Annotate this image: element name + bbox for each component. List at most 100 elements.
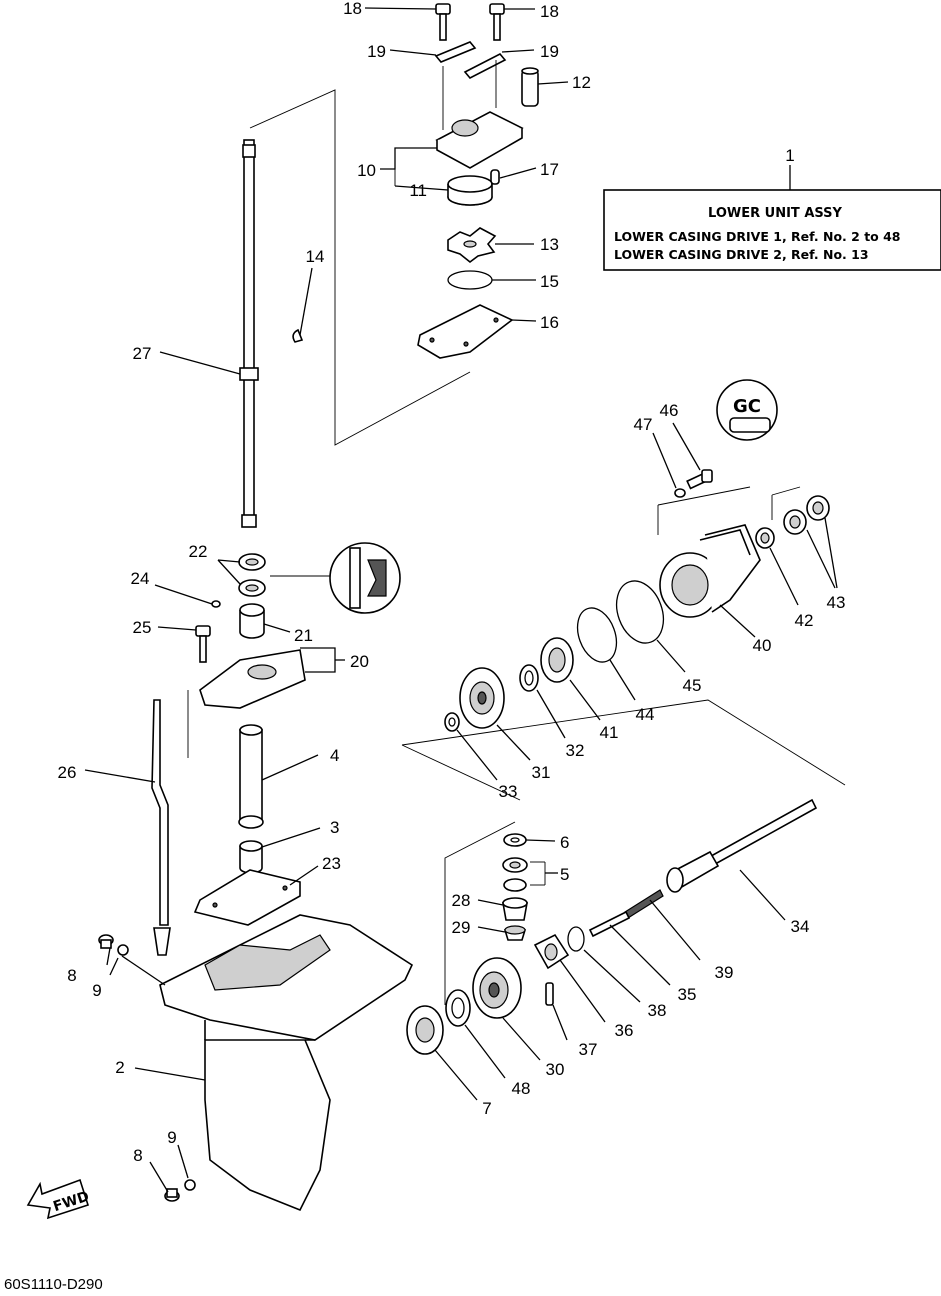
pin-17 bbox=[490, 169, 500, 185]
shim-48 bbox=[445, 989, 471, 1027]
legend-line-1: LOWER CASING DRIVE 1, Ref. No. 2 to 48 bbox=[614, 229, 901, 244]
callout-19-left: 19 bbox=[367, 42, 386, 61]
callout-41: 41 bbox=[600, 723, 619, 742]
callout-4: 4 bbox=[330, 746, 339, 765]
o-ring-44 bbox=[576, 607, 618, 663]
drive-shaft-27 bbox=[239, 139, 259, 528]
callout-20: 20 bbox=[350, 652, 369, 671]
callout-2: 2 bbox=[115, 1058, 124, 1077]
callout-10: 10 bbox=[357, 161, 376, 180]
callout-3: 3 bbox=[330, 818, 339, 837]
bolt-18-right bbox=[489, 3, 505, 41]
collar-3 bbox=[239, 840, 263, 874]
callout-6: 6 bbox=[560, 833, 569, 852]
callout-16: 16 bbox=[540, 313, 559, 332]
callout-8-lower: 8 bbox=[133, 1146, 142, 1165]
callout-33: 33 bbox=[499, 782, 518, 801]
impeller-13 bbox=[447, 227, 497, 264]
nut-29 bbox=[503, 925, 527, 941]
reverse-gear-31 bbox=[459, 667, 505, 729]
woodruff-key-14 bbox=[292, 328, 304, 343]
callout-labels: 18 18 19 19 12 10 17 11 13 15 16 14 27 2… bbox=[58, 0, 846, 1165]
callout-34: 34 bbox=[791, 917, 810, 936]
callout-11: 11 bbox=[409, 181, 427, 200]
callout-19-right: 19 bbox=[540, 42, 559, 61]
ring-38 bbox=[567, 926, 585, 952]
callout-48: 48 bbox=[512, 1079, 531, 1098]
callout-30: 30 bbox=[546, 1060, 565, 1079]
callout-43: 43 bbox=[827, 593, 846, 612]
o-ring-45 bbox=[615, 580, 665, 644]
bushing-42 bbox=[755, 527, 775, 549]
callout-39: 39 bbox=[715, 963, 734, 982]
shim-33 bbox=[444, 712, 460, 732]
callout-22: 22 bbox=[189, 542, 208, 561]
bearing-housing-40 bbox=[659, 524, 761, 618]
water-tube-4 bbox=[238, 724, 264, 829]
oil-seal-43 bbox=[783, 495, 830, 535]
ring-24 bbox=[211, 600, 221, 608]
legend-box: LOWER UNIT ASSY LOWER CASING DRIVE 1, Re… bbox=[603, 165, 941, 271]
cc-symbol-label: GC bbox=[733, 396, 761, 417]
propeller-shaft-34 bbox=[666, 798, 818, 893]
callout-13: 13 bbox=[540, 235, 559, 254]
callout-25: 25 bbox=[133, 618, 152, 637]
pin-37 bbox=[545, 982, 554, 1006]
legend-line-2: LOWER CASING DRIVE 2, Ref. No. 13 bbox=[614, 247, 869, 262]
o-ring-15 bbox=[447, 270, 493, 290]
diagram-code: 60S1110-D290 bbox=[4, 1276, 103, 1293]
bolt-8-lower bbox=[164, 1188, 180, 1202]
group-outline-prop-shaft bbox=[401, 486, 846, 1005]
pump-housing-10 bbox=[435, 60, 524, 169]
callout-28: 28 bbox=[452, 891, 471, 910]
lower-casing-2 bbox=[159, 914, 414, 1212]
shift-rod-26 bbox=[151, 699, 171, 956]
callout-12: 12 bbox=[572, 73, 591, 92]
callout-36: 36 bbox=[615, 1021, 634, 1040]
dog-clutch-36 bbox=[533, 933, 570, 970]
callout-7: 7 bbox=[482, 1099, 491, 1118]
fwd-arrow-icon: FWD bbox=[26, 1178, 91, 1220]
plate-19-left bbox=[434, 41, 477, 63]
washer-47 bbox=[674, 488, 686, 498]
bolt-25 bbox=[195, 625, 211, 663]
callout-18-left: 18 bbox=[343, 0, 362, 18]
callout-9-lower: 9 bbox=[167, 1128, 176, 1147]
grease-symbol-icon bbox=[329, 542, 401, 614]
leader-lines bbox=[84, 7, 838, 1193]
outer-plate-16 bbox=[417, 304, 514, 359]
callout-5: 5 bbox=[560, 865, 569, 884]
washer-9-upper bbox=[117, 944, 129, 956]
bolt-8-upper bbox=[98, 934, 114, 949]
callout-38: 38 bbox=[648, 1001, 667, 1020]
tube-12 bbox=[521, 67, 539, 107]
oil-seal-22 bbox=[238, 553, 266, 597]
forward-gear-30 bbox=[472, 957, 522, 1019]
callout-26: 26 bbox=[58, 763, 77, 782]
callout-44: 44 bbox=[636, 705, 655, 724]
oil-seal-housing-20 bbox=[187, 649, 306, 758]
ball-bearing-41 bbox=[540, 637, 574, 683]
callout-27: 27 bbox=[133, 344, 152, 363]
plate-19-right bbox=[463, 52, 507, 80]
bushing-21 bbox=[239, 603, 265, 639]
callout-17: 17 bbox=[540, 160, 559, 179]
gasket-23 bbox=[193, 869, 301, 926]
callout-40: 40 bbox=[753, 636, 772, 655]
callout-35: 35 bbox=[678, 985, 697, 1004]
bolt-18-left bbox=[435, 3, 451, 41]
thrust-bearing-5 bbox=[502, 857, 546, 892]
bolt-46 bbox=[686, 469, 713, 490]
washer-9-lower bbox=[184, 1179, 196, 1191]
callout-32: 32 bbox=[566, 741, 585, 760]
shim-32 bbox=[519, 664, 539, 692]
callout-45: 45 bbox=[683, 676, 702, 695]
callout-46: 46 bbox=[660, 401, 679, 420]
callout-24: 24 bbox=[131, 569, 150, 588]
callout-23: 23 bbox=[322, 854, 341, 873]
cc-symbol-icon: GC bbox=[716, 379, 778, 441]
callout-37: 37 bbox=[579, 1040, 598, 1059]
callout-42: 42 bbox=[795, 611, 814, 630]
callout-9-upper: 9 bbox=[92, 981, 101, 1000]
